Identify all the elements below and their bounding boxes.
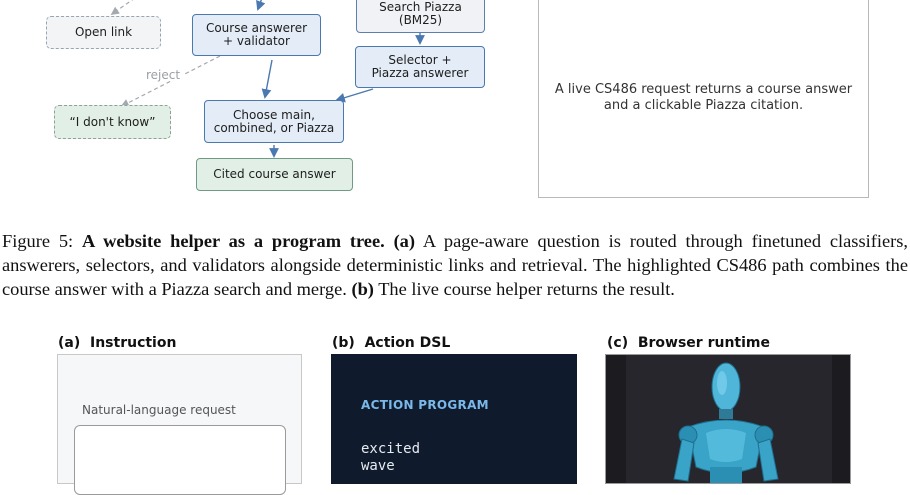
node-choose: Choose main, combined, or Piazza xyxy=(204,100,344,143)
request-field-label: Natural-language request xyxy=(82,403,236,417)
subfigure-title-browser-runtime: (c) Browser runtime xyxy=(607,335,770,351)
edge-reject xyxy=(120,55,221,107)
program-line: excited xyxy=(361,441,421,457)
node-selector-piazza-answerer: Selector + Piazza answerer xyxy=(355,46,485,88)
instruction-panel: Natural-language request xyxy=(57,354,302,495)
caption-part-b-text: The live course helper returns the resul… xyxy=(373,279,675,299)
node-search-piazza: Search Piazza (BM25) xyxy=(356,0,485,33)
node-open-link: Open link xyxy=(46,16,161,49)
edge-label-reject: reject xyxy=(146,68,180,82)
subfigure-title-action-dsl: (b) Action DSL xyxy=(332,335,451,351)
caption-part-a-text: A page-aware question is routed through … xyxy=(2,231,908,299)
edge-to-open-link xyxy=(110,0,134,15)
edge-to-course-answerer xyxy=(256,0,266,11)
caption-title: A website helper as a program tree. xyxy=(81,231,385,251)
caption-prefix: Figure 5: xyxy=(2,231,82,251)
action-program-heading: ACTION PROGRAM xyxy=(361,398,489,412)
caption-part-a-label: (a) xyxy=(393,231,416,251)
program-line: wave xyxy=(361,458,395,474)
node-course-answerer: Course answerer + validator xyxy=(192,14,321,56)
node-i-dont-know: “I don't know” xyxy=(54,105,171,139)
action-dsl-panel: ACTION PROGRAM excited wave xyxy=(331,354,577,484)
node-cited-answer: Cited course answer xyxy=(196,158,353,191)
robot-figure xyxy=(673,362,779,483)
program-tree-diagram: reject xyxy=(110,0,425,158)
edge-answerer-to-choose xyxy=(261,59,273,99)
subfigure-title-instruction: (a) Instruction xyxy=(58,335,177,351)
figure-caption: Figure 5: A website helper as a program … xyxy=(2,229,908,301)
browser-runtime-panel xyxy=(605,354,851,484)
edge-selector-to-choose xyxy=(335,88,374,103)
live-request-panel: A live CS486 request returns a course an… xyxy=(538,0,869,198)
request-input[interactable] xyxy=(74,425,286,495)
live-request-text: A live CS486 request returns a course an… xyxy=(554,82,853,113)
caption-part-b-label: (b) xyxy=(351,279,374,299)
